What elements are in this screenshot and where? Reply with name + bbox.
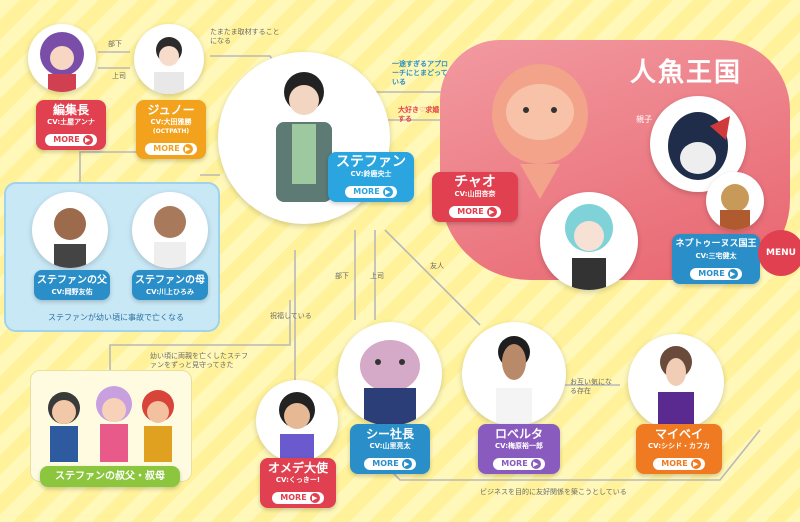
- relation-boss-2: 上司: [370, 272, 384, 280]
- maibei-name: マイベイ: [654, 427, 703, 441]
- father-name: ステファンの父: [37, 275, 107, 286]
- maibei-portrait[interactable]: [628, 334, 724, 430]
- shi-cv: CV:山里亮太: [369, 442, 411, 450]
- relation-friend: 友人: [430, 262, 444, 270]
- chao-more-button[interactable]: MORE▶: [449, 206, 501, 218]
- editor-name: 編集長: [52, 103, 89, 117]
- neptune-cv: CV:三宅健太: [695, 252, 737, 260]
- editor-more-button[interactable]: MORE▶: [45, 134, 97, 146]
- relation-love: 大好き♡求婚する: [398, 106, 440, 123]
- relation-mutual: お互い気になる存在: [570, 378, 612, 395]
- mother-cv: CV:川上ひろみ: [145, 288, 195, 296]
- stefan-more-button[interactable]: MORE▶: [345, 186, 397, 198]
- relation-boss-1: 上司: [112, 72, 126, 80]
- neptune-name: ネプトゥーヌス国王: [675, 239, 757, 249]
- omede-card: オメデ大使 CV:くっきー! MORE▶: [260, 458, 336, 508]
- mother-name: ステファンの母: [135, 275, 205, 286]
- omede-name: オメデ大使: [267, 461, 328, 475]
- play-icon: ▶: [82, 134, 93, 145]
- omede-portrait[interactable]: [256, 380, 338, 462]
- editor-portrait[interactable]: [28, 24, 96, 92]
- chao-cv: CV:山田杏奈: [454, 190, 496, 198]
- play-icon: ▶: [182, 143, 193, 154]
- father-cv: CV:岡野友佑: [51, 288, 93, 296]
- play-icon: ▶: [530, 458, 541, 469]
- relation-business: ビジネスを目的に友好関係を築こうとしている: [480, 488, 627, 496]
- neptune-human-portrait[interactable]: [706, 172, 764, 230]
- relation-watching: 幼い頃に両親を亡くしたステファンをずっと見守ってきた: [150, 352, 248, 369]
- shi-portrait[interactable]: [338, 322, 442, 426]
- neptune-more-button[interactable]: MORE▶: [690, 268, 742, 280]
- play-icon: ▶: [309, 492, 320, 503]
- menu-label: MENU: [766, 248, 796, 258]
- relation-approach: 一途すぎるアプローチにとまどっている: [392, 60, 448, 86]
- shi-name: シー社長: [365, 427, 414, 441]
- father-portrait[interactable]: [32, 192, 108, 268]
- omede-cv: CV:くっきー!: [275, 476, 321, 484]
- juno-cv: CV:大田雅勝: [150, 118, 192, 126]
- editor-card: 編集長 CV:土屋アンナ MORE▶: [36, 100, 106, 150]
- juno-more-button[interactable]: MORE▶: [145, 143, 197, 155]
- juno-cv-sub: (OCTPATH): [152, 128, 190, 135]
- juno-card: ジュノー CV:大田雅勝 (OCTPATH) MORE▶: [136, 100, 206, 159]
- relation-blessing: 祝福している: [270, 312, 312, 320]
- stefan-portrait[interactable]: [218, 52, 390, 224]
- uncle-aunt-name: ステファンの叔父・叔母: [55, 471, 165, 482]
- mother-portrait[interactable]: [132, 192, 208, 268]
- parents-accident-label: ステファンが幼い頃に事故で亡くなる: [48, 313, 184, 322]
- maibei-card: マイベイ CV:シシド・カフカ MORE▶: [636, 424, 722, 474]
- chao-name: チャオ: [454, 174, 496, 190]
- relation-subordinate-2: 部下: [335, 272, 349, 280]
- neptune-card: ネプトゥーヌス国王 CV:三宅健太 MORE▶: [672, 234, 760, 284]
- juno-portrait[interactable]: [134, 24, 204, 94]
- roberta-card: ロベルタ CV:梅原裕一郎 MORE▶: [478, 424, 560, 474]
- relation-subordinate-1: 部下: [108, 40, 122, 48]
- father-card: ステファンの父 CV:岡野友佑: [34, 270, 110, 300]
- chao-portrait[interactable]: [460, 44, 620, 204]
- stefan-card: ステファン CV:鈴鹿央士 MORE▶: [328, 152, 414, 202]
- mother-card: ステファンの母 CV:川上ひろみ: [132, 270, 208, 300]
- roberta-name: ロベルタ: [494, 427, 543, 441]
- play-icon: ▶: [486, 206, 497, 217]
- play-icon: ▶: [727, 268, 738, 279]
- roberta-more-button[interactable]: MORE▶: [493, 458, 545, 470]
- play-icon: ▶: [690, 458, 701, 469]
- kingdom-title: 人魚王国: [630, 58, 743, 88]
- maibei-more-button[interactable]: MORE▶: [653, 458, 705, 470]
- roberta-portrait[interactable]: [462, 322, 566, 426]
- menu-button[interactable]: MENU: [758, 230, 800, 276]
- shi-more-button[interactable]: MORE▶: [364, 458, 416, 470]
- play-icon: ▶: [382, 186, 393, 197]
- juno-name: ジュノー: [147, 103, 195, 117]
- shi-card: シー社長 CV:山里亮太 MORE▶: [350, 424, 430, 474]
- parent-child-label: 親子: [636, 115, 652, 124]
- stefan-name: ステファン: [336, 154, 406, 170]
- play-icon: ▶: [401, 458, 412, 469]
- omede-more-button[interactable]: MORE▶: [272, 492, 324, 504]
- relation-coverage: たまたま取材することになる: [210, 28, 280, 45]
- uncle-aunt-portrait[interactable]: [36, 378, 184, 464]
- maibei-cv: CV:シシド・カフカ: [647, 442, 711, 450]
- editor-cv: CV:土屋アンナ: [47, 118, 95, 126]
- stefan-cv: CV:鈴鹿央士: [350, 170, 392, 178]
- chao-human-portrait[interactable]: [540, 192, 638, 290]
- uncle-aunt-card: ステファンの叔父・叔母: [40, 466, 180, 487]
- chao-card: チャオ CV:山田杏奈 MORE▶: [432, 172, 518, 222]
- roberta-cv: CV:梅原裕一郎: [494, 442, 544, 450]
